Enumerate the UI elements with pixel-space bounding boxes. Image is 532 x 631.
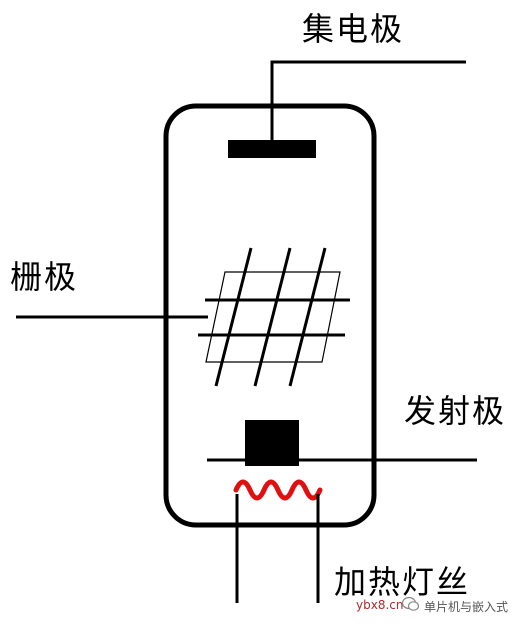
wechat-icon: [402, 596, 420, 611]
grid-electrode: [16, 247, 350, 387]
watermark-account: 单片机与嵌入式: [424, 600, 509, 614]
grid-label: 栅极: [10, 258, 79, 296]
collector-label: 集电极: [302, 10, 405, 48]
watermark-site: ybx8.cn: [356, 598, 404, 612]
grid-frame: [205, 271, 341, 363]
collector-lead: [270, 60, 466, 141]
heater-label: 加热灯丝: [334, 563, 471, 601]
emitter-label: 发射极: [404, 392, 507, 430]
emitter-block: [245, 420, 299, 466]
collector-plate: [228, 140, 316, 158]
heater-filament: [233, 479, 323, 501]
